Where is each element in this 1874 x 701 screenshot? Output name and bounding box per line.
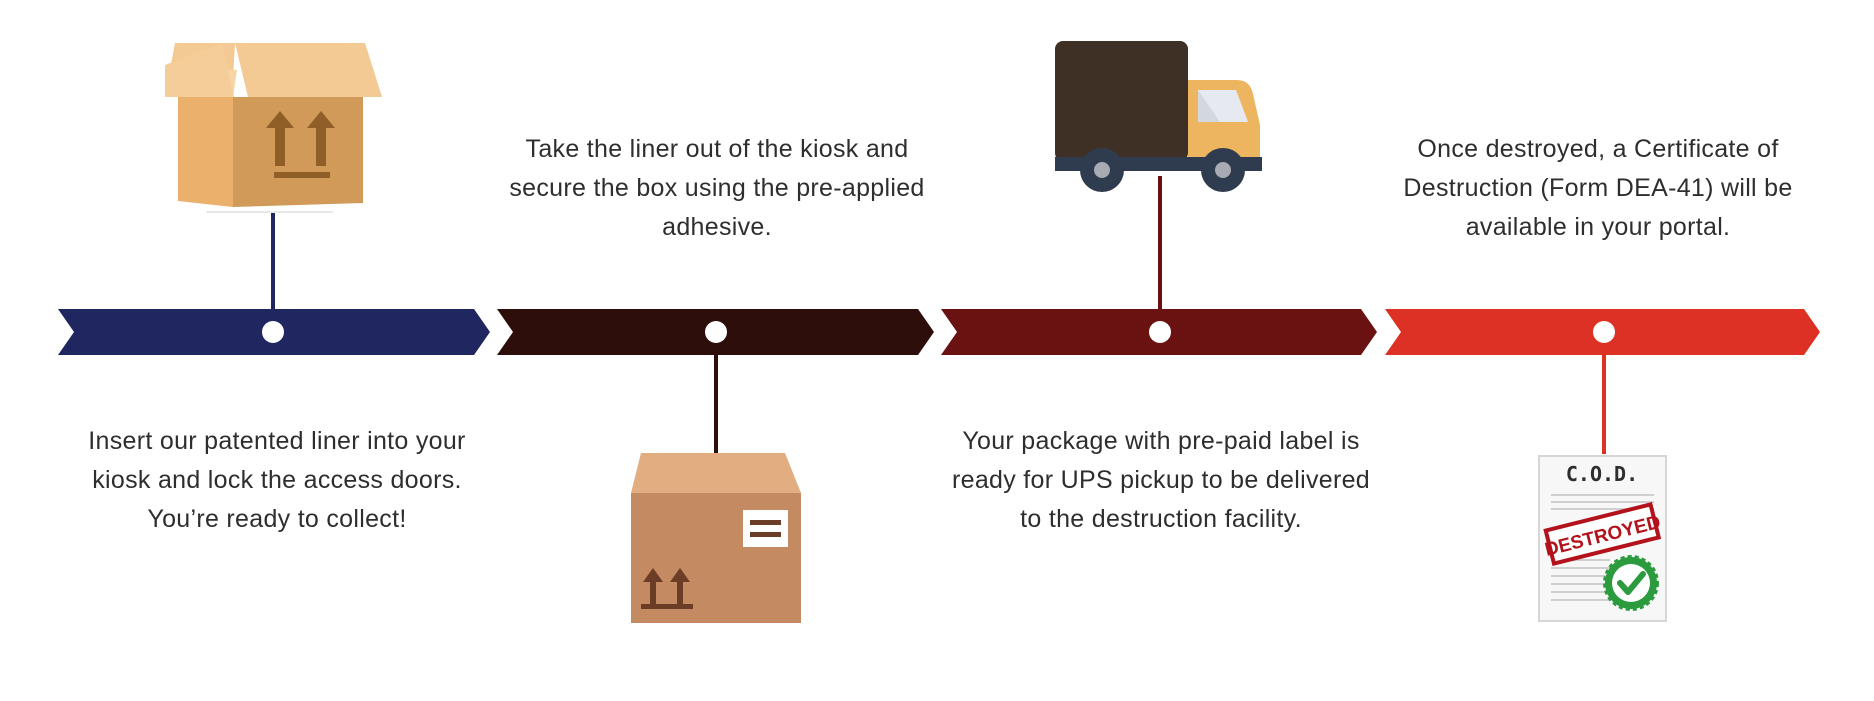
step-2-description: Take the liner out of the kiosk and secu…	[509, 135, 925, 241]
step-4-description: Once destroyed, a Certificate of Destruc…	[1403, 135, 1793, 241]
sealed-cardboard-box-icon	[631, 453, 801, 623]
timeline-dot-step-4	[1593, 321, 1615, 343]
timeline-dot-step-3	[1149, 321, 1171, 343]
certificate-title: C.O.D.	[1566, 462, 1638, 486]
open-cardboard-box-icon	[165, 43, 382, 213]
timeline-dot-step-1	[262, 321, 284, 343]
timeline-dot-step-2	[705, 321, 727, 343]
checkmark-seal-icon	[1603, 555, 1659, 611]
certificate-of-destruction-icon: C.O.D. DESTROYED	[1538, 455, 1667, 622]
delivery-truck-icon	[1055, 41, 1262, 192]
step-1-description: Insert our patented liner into your kios…	[88, 427, 466, 533]
step-3-description: Your package with pre-paid label is read…	[952, 427, 1370, 533]
